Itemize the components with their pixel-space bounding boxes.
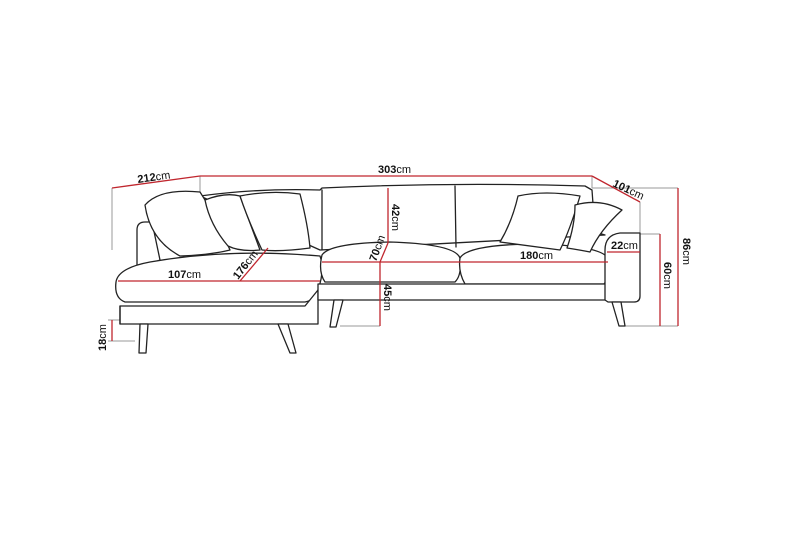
label-backrest-height: 42cm — [389, 204, 401, 231]
label-total-height: 86cm — [680, 238, 692, 265]
label-leg-height: 18cm — [97, 324, 109, 351]
dimension-labels: 212cm 303cm 101cm 86cm 60cm 22cm 42cm 70… — [97, 164, 692, 351]
label-depth-chaise: 212cm — [137, 169, 171, 185]
label-seat-height: 45cm — [381, 284, 393, 311]
label-armrest-height: 60cm — [661, 262, 673, 289]
label-total-width: 303cm — [378, 164, 411, 176]
label-seat-width: 180cm — [520, 250, 553, 262]
label-depth-sofa: 101cm — [611, 178, 646, 203]
extension-lines — [108, 176, 678, 342]
label-seat-depth: 70cm — [368, 234, 388, 263]
label-chaise-width: 107cm — [168, 269, 201, 281]
label-armrest-width: 22cm — [611, 240, 638, 252]
sofa-outline — [115, 183, 641, 354]
dimension-lines — [111, 175, 679, 341]
